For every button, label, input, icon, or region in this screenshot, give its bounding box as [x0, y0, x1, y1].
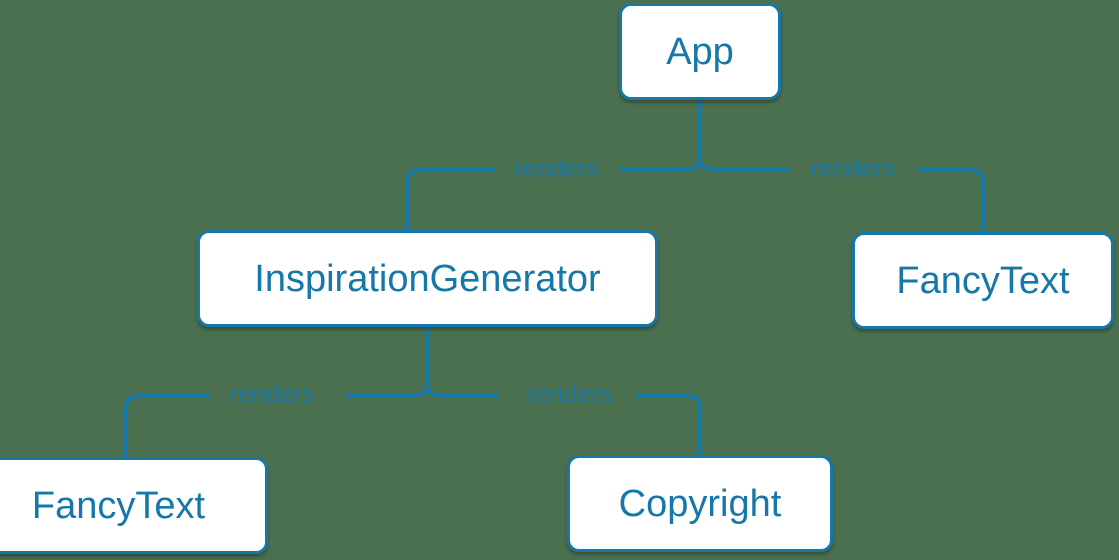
- edge-app-to-fancytext-right: [698, 162, 985, 232]
- edge-inspirationgenerator-to-fancytext-bottom: [124, 388, 429, 457]
- node-label: FancyText: [896, 259, 1070, 302]
- node-fancytext-right[interactable]: FancyText: [852, 232, 1114, 329]
- edge-label-app-to-inspirationgenerator: renders: [514, 154, 600, 183]
- edge-app-to-inspirationgenerator: [405, 162, 702, 230]
- edge-label-inspirationgenerator-to-fancytext-bottom: renders: [229, 380, 315, 409]
- node-inspiration-generator[interactable]: InspirationGenerator: [197, 230, 658, 327]
- edge-label-app-to-fancytext-right: renders: [810, 154, 896, 183]
- node-copyright[interactable]: Copyright: [567, 455, 833, 552]
- node-label: InspirationGenerator: [254, 257, 601, 300]
- edge-label-inspirationgenerator-to-copyright: renders: [527, 380, 613, 409]
- node-label: FancyText: [31, 484, 206, 527]
- node-label: App: [666, 30, 734, 73]
- node-label: Copyright: [618, 482, 782, 525]
- node-app[interactable]: App: [619, 3, 781, 100]
- edge-inspirationgenerator-to-copyright: [425, 388, 702, 455]
- node-fancytext-bottom[interactable]: FancyText: [0, 457, 268, 554]
